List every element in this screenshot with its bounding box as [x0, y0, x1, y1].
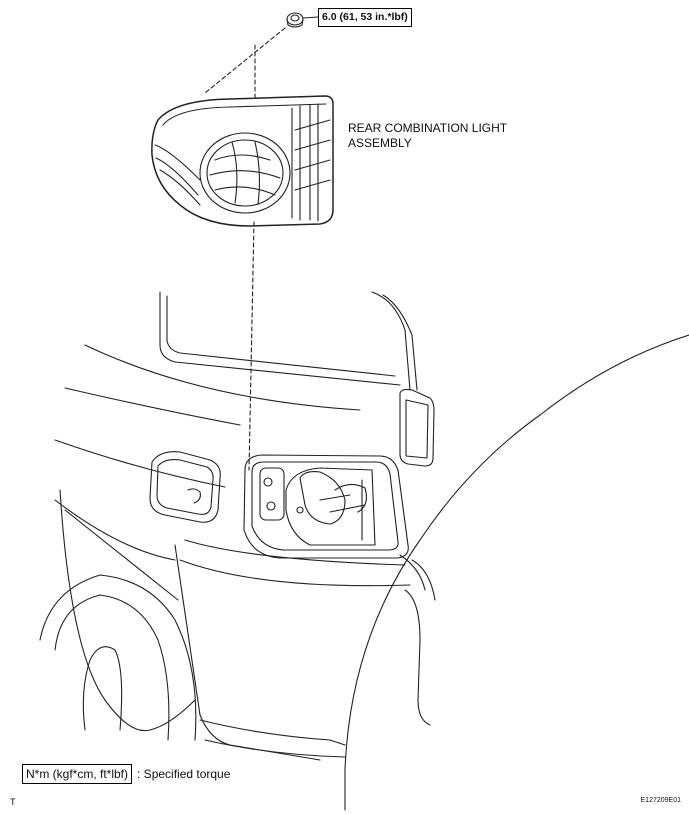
install-guide-line [248, 221, 255, 471]
legend-unit-box: N*m (kgf*cm, ft*lbf) [22, 764, 133, 784]
part-name-label: REAR COMBINATION LIGHT ASSEMBLY [348, 121, 507, 151]
torque-spec-label: 6.0 (61, 53 in.*lbf) [318, 8, 412, 27]
vehicle-rear-body [39, 291, 689, 811]
torque-leader-line [302, 16, 319, 19]
nut-icon [286, 12, 304, 28]
install-guide-line [204, 27, 286, 94]
torque-legend: N*m (kgf*cm, ft*lbf) : Specified torque [22, 764, 230, 784]
corner-mark: T [10, 797, 16, 807]
part-name-line-1: REAR COMBINATION LIGHT [348, 121, 508, 135]
legend-description: : Specified torque [137, 767, 231, 781]
part-name-line-2: ASSEMBLY [348, 136, 412, 150]
figure-id: E127209E01 [640, 797, 681, 804]
rear-combination-light-assembly [151, 95, 334, 227]
